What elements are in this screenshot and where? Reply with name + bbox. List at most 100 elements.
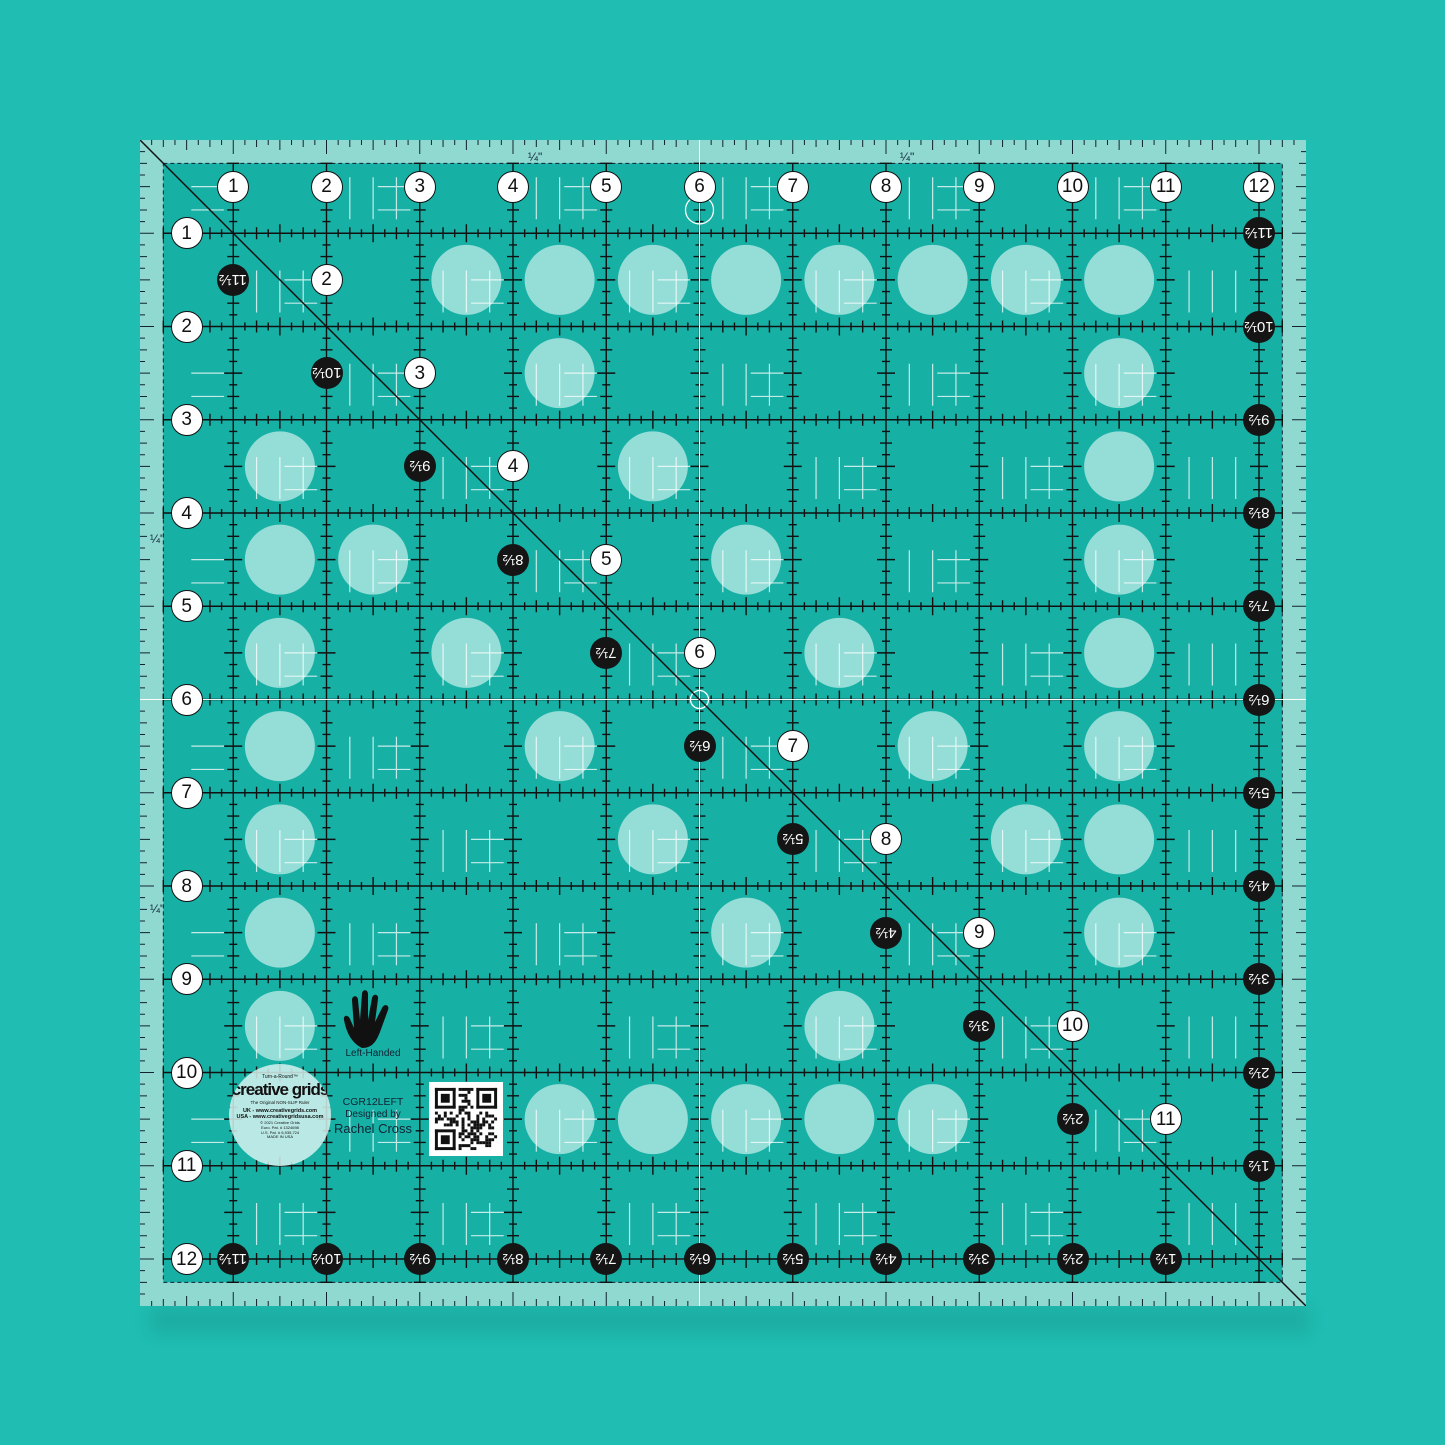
qr-module: [467, 1117, 471, 1121]
qr-module: [458, 1093, 462, 1097]
qr-module: [485, 1144, 489, 1148]
qr-module: [461, 1126, 465, 1130]
qr-module: [488, 1138, 492, 1142]
qr-module: [470, 1141, 474, 1145]
qr-module: [461, 1099, 465, 1103]
diagonal-inch-number: 11: [1149, 1103, 1182, 1136]
qr-module: [470, 1126, 474, 1130]
inch-line: [162, 162, 1284, 1284]
logo-tagline-top: Turn-a-Round™: [262, 1074, 298, 1080]
top-inch-number: 6: [683, 170, 716, 203]
qr-module: [485, 1135, 489, 1139]
qr-module: [437, 1114, 441, 1118]
quilting-ruler: [140, 140, 1306, 1306]
bottom-reverse-number: 1½: [1149, 1243, 1182, 1275]
qr-module: [434, 1117, 438, 1121]
inch-line: [162, 162, 1284, 1284]
qr-module: [461, 1129, 465, 1133]
qr-module: [440, 1117, 444, 1121]
qr-module: [470, 1105, 474, 1109]
qr-module: [449, 1111, 453, 1115]
left-inch-number: 1: [170, 217, 203, 250]
qr-module: [476, 1120, 480, 1124]
inch-line: [162, 162, 1284, 1284]
qr-module: [482, 1120, 486, 1124]
qr-module: [434, 1129, 438, 1151]
qr-module: [458, 1108, 462, 1112]
qr-module: [443, 1111, 447, 1115]
frosted-circle: [804, 1084, 875, 1155]
qr-module: [491, 1114, 495, 1118]
qr-module: [476, 1126, 480, 1130]
quarter-inch-mark: ¼": [150, 902, 165, 916]
top-inch-number: 5: [590, 170, 623, 203]
right-reverse-number: 9½: [1243, 403, 1275, 436]
qr-module: [467, 1102, 471, 1106]
qr-module: [461, 1087, 465, 1091]
right-reverse-number: 10½: [1243, 310, 1275, 343]
qr-module: [461, 1123, 465, 1127]
logo-usa-url: USA - www.creativegridsusa.com: [236, 1114, 324, 1121]
right-reverse-number: 2½: [1243, 1056, 1275, 1089]
quarter-inch-mark: ¼": [150, 532, 165, 546]
left-inch-number: 9: [170, 963, 203, 996]
qr-module: [476, 1135, 480, 1139]
qr-module: [452, 1120, 456, 1124]
qr-module: [443, 1114, 447, 1118]
logo-us-patent: U.S. Pat. # 6,935,724: [260, 1129, 300, 1135]
qr-module: [476, 1138, 480, 1142]
qr-module: [479, 1123, 483, 1127]
qr-module: [476, 1114, 480, 1118]
inch-line: [162, 162, 1284, 1284]
qr-module: [476, 1129, 480, 1133]
qr-module: [461, 1093, 465, 1097]
qr-module: [458, 1132, 462, 1136]
frosted-circle: [1084, 804, 1155, 875]
diagonal-inch-number: 4: [497, 450, 529, 483]
ruler-shadow: [150, 1306, 1310, 1334]
qr-module: [434, 1129, 456, 1133]
qr-module: [473, 1135, 477, 1139]
qr-module: [452, 1129, 456, 1151]
qr-module: [467, 1135, 471, 1139]
qr-module: [476, 1087, 480, 1109]
frosted-circle: [1084, 431, 1155, 502]
bottom-reverse-number: 2½: [1056, 1243, 1089, 1275]
qr-module: [491, 1120, 495, 1124]
qr-module: [476, 1117, 480, 1121]
right-reverse-number: 7½: [1243, 590, 1275, 623]
diagonal-inch-number: 6: [683, 636, 716, 669]
qr-module: [467, 1114, 471, 1118]
qr-module: [464, 1096, 468, 1100]
qr-module: [488, 1126, 492, 1130]
left-inch-number: 8: [170, 870, 203, 902]
diagonal-reverse-number: 2½: [1056, 1103, 1089, 1136]
qr-module: [479, 1132, 483, 1136]
qr-module: [461, 1108, 465, 1112]
qr-module: [488, 1114, 492, 1118]
qr-module: [467, 1087, 471, 1091]
qr-module: [452, 1117, 456, 1121]
logo-origin: MADE IN USA: [266, 1134, 293, 1140]
qr-module: [470, 1138, 474, 1142]
top-inch-number: 1: [217, 170, 250, 203]
qr-module: [461, 1105, 465, 1109]
qr-module: [485, 1111, 489, 1115]
left-inch-number: 11: [170, 1149, 203, 1182]
qr-module: [494, 1117, 498, 1121]
qr-module: [461, 1117, 465, 1121]
top-inch-number: 11: [1149, 170, 1182, 203]
qr-module: [482, 1141, 486, 1145]
qr-module: [449, 1117, 453, 1121]
qr-module: [434, 1147, 456, 1151]
logo-brand: creative grids: [231, 1080, 330, 1099]
inch-line: [162, 162, 1284, 1284]
top-inch-number: 10: [1056, 170, 1089, 203]
qr-module: [494, 1087, 498, 1109]
qr-module: [485, 1138, 489, 1142]
qr-module: [494, 1135, 498, 1139]
qr-module: [467, 1111, 471, 1115]
left-inch-number: 5: [170, 590, 203, 623]
qr-module: [488, 1132, 492, 1136]
diagonal-inch-number: 2: [310, 263, 343, 296]
